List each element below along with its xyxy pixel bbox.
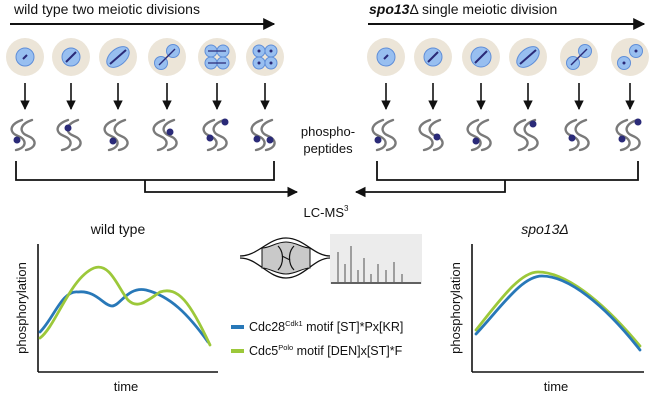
peptide-4-icon: [152, 118, 178, 152]
legend-cdc5-label: Cdc5Polo motif [DEN]x[ST]*F: [249, 343, 403, 358]
right-cell-row: [367, 38, 649, 76]
phospho-label-line2: peptides: [303, 141, 353, 156]
left-cell-row: [6, 38, 284, 76]
left-plot-title: wild type: [90, 221, 146, 237]
right-plot-cdc28-curve: [474, 274, 642, 352]
cell-12-icon: [611, 38, 649, 76]
cell-9-icon: [462, 38, 500, 76]
peptide-7-icon: [371, 118, 397, 152]
right-plot-title: spo13Δ: [521, 221, 569, 237]
peptide-10-icon: [513, 118, 539, 152]
mass-spec-instrument-icon: [239, 237, 331, 279]
left-plot-cdc5-curve: [38, 265, 212, 347]
right-plot-cdc5-curve: [474, 270, 642, 348]
peptide-5-icon: [202, 118, 229, 152]
right-peptide-row: [371, 118, 642, 152]
cell-to-peptide-arrows: [20, 83, 635, 110]
left-plot-axes: [37, 244, 218, 373]
left-x-axis-label: time: [114, 379, 139, 394]
cell-2-icon: [52, 38, 90, 76]
peptide-6-icon: [250, 118, 276, 152]
right-plot-axes: [471, 244, 644, 373]
phospho-label-line1: phospho-: [301, 124, 355, 139]
cell-11-icon: [560, 38, 598, 76]
peptide-12-icon: [615, 118, 642, 152]
cell-1-icon: [6, 38, 44, 76]
cell-6-icon: [246, 38, 284, 76]
right-timeline-title: spo13Δ single meiotic division: [369, 1, 557, 17]
cell-4-icon: [148, 38, 186, 76]
spectrum-icon: [330, 234, 422, 284]
cell-8-icon: [414, 38, 452, 76]
right-x-axis-label: time: [544, 379, 569, 394]
cell-5-icon: [198, 38, 236, 76]
left-y-axis-label: phosphorylation: [14, 262, 29, 354]
cell-3-icon: [99, 38, 137, 76]
left-plot-cdc28-curve: [38, 288, 210, 344]
left-peptide-row: [10, 118, 276, 152]
legend-cdc28-label: Cdc28Cdk1 motif [ST]*Px[KR]: [249, 319, 403, 334]
peptide-8-icon: [418, 118, 444, 152]
cell-10-icon: [509, 38, 547, 76]
converge-connector: [15, 161, 639, 198]
lcms-label: LC-MS3: [304, 204, 349, 220]
legend: Cdc28Cdk1 motif [ST]*Px[KR] Cdc5Polo mot…: [231, 319, 403, 358]
cell-7-icon: [367, 38, 405, 76]
peptide-9-icon: [466, 118, 492, 152]
peptide-11-icon: [564, 118, 590, 152]
peptide-2-icon: [56, 118, 82, 152]
peptide-1-icon: [10, 118, 36, 152]
peptide-3-icon: [103, 118, 129, 152]
right-y-axis-label: phosphorylation: [448, 262, 463, 354]
left-timeline-title: wild type two meiotic divisions: [13, 1, 200, 17]
